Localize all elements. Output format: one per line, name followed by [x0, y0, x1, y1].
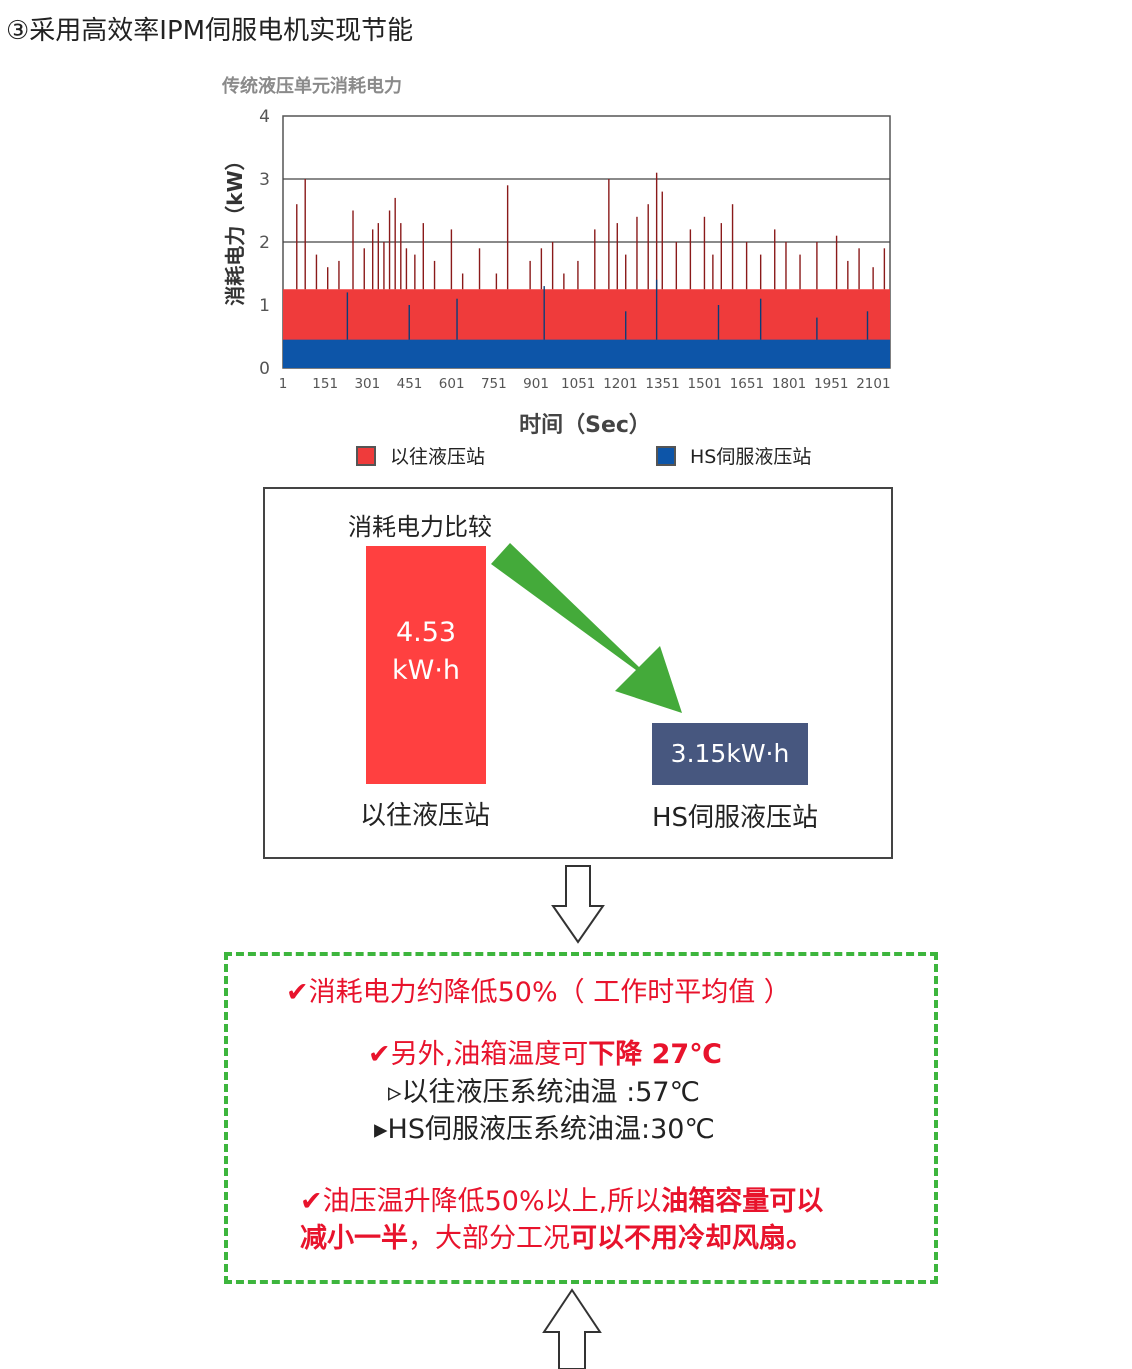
x-axis-label: 时间（Sec） [519, 413, 651, 438]
x-tick-label: 1651 [730, 376, 764, 392]
y-tick-label: 4 [259, 107, 270, 127]
comparison-panel [263, 487, 893, 859]
bar-old-value-number: 4.53 [395, 617, 457, 648]
summary-temp-drop: 下降 27℃ [588, 1039, 722, 1070]
y-tick-label: 1 [259, 296, 270, 316]
chart-title: 传统液压单元消耗电力 [222, 76, 402, 97]
summary-tank-capacity: 油箱容量可以 [661, 1186, 824, 1217]
summary-line-power: ✔消耗电力约降低50%（ 工作时平均值 ） [286, 977, 791, 1008]
comparison-title: 消耗电力比较 [348, 513, 492, 541]
x-tick-label: 1801 [772, 376, 806, 392]
bar-old-value: 4.53 kW·h [366, 614, 486, 690]
y-axis-label: 消耗电力（kW） [223, 150, 247, 305]
summary-no-fan: 可以不用冷却风扇。 [570, 1223, 813, 1254]
x-tick-label: 1201 [603, 376, 637, 392]
summary-line-temp: ✔另外,油箱温度可下降 27℃ [368, 1032, 722, 1071]
x-tick-label: 1951 [814, 376, 848, 392]
x-tick-label: 1051 [561, 376, 595, 392]
up-arrow-icon [542, 1288, 602, 1369]
decrease-arrow [491, 543, 682, 713]
x-tick-label: 1501 [688, 376, 722, 392]
series-band [283, 339, 890, 368]
y-tick-label: 3 [259, 170, 270, 190]
summary-mid: ，大部分工况 [408, 1223, 570, 1254]
legend-item-old: 以往液压站 [356, 442, 485, 469]
x-tick-label: 2101 [856, 376, 890, 392]
legend-item-hs: HS伺服液压站 [656, 442, 811, 469]
summary-tank-prefix: ✔油压温升降低50%以上,所以 [300, 1186, 662, 1217]
summary-halve: 减小一半 [300, 1223, 408, 1254]
series-area [283, 172, 890, 368]
series-1 [283, 279, 890, 368]
legend-swatch-hs [656, 445, 676, 466]
bar-old-value-unit: kW·h [391, 655, 461, 686]
x-tick-label: 151 [312, 376, 338, 392]
comparison-bar-hs [652, 723, 808, 785]
summary-line-old-temp: ▹以往液压系统油温 :57℃ [388, 1077, 700, 1108]
summary-panel [224, 952, 938, 1284]
legend-label-hs: HS伺服液压站 [690, 446, 812, 468]
summary-line-tank: ✔油压温升降低50%以上,所以油箱容量可以 [300, 1179, 823, 1218]
x-tick-label: 901 [523, 376, 549, 392]
x-tick-label: 301 [354, 376, 380, 392]
x-axis-ticks: 1 151 301 451 601 751 901 1051 1201 1351 1501 1651 1… [279, 376, 891, 392]
bar-hs-value: 3.15kW·h [670, 739, 790, 768]
y-tick-label: 0 [259, 359, 270, 379]
x-tick-label: 1 [279, 376, 288, 392]
summary-line-fan: 减小一半，大部分工况可以不用冷却风扇。 [300, 1216, 813, 1255]
x-tick-label: 751 [481, 376, 507, 392]
legend-label-old: 以往液压站 [390, 446, 486, 468]
category-label-hs: HS伺服液压站 [652, 803, 819, 833]
comparison-bar-old [366, 546, 486, 784]
y-axis-ticks: 0 1 2 3 4 [259, 107, 270, 379]
summary-temp-prefix: ✔另外,油箱温度可 [368, 1039, 589, 1070]
y-tick-label: 2 [259, 233, 270, 253]
down-arrow-icon [551, 865, 605, 944]
page-heading: ③采用高效率IPM伺服电机实现节能 [6, 16, 414, 46]
summary-line-hs-temp: ▸HS伺服液压系统油温:30℃ [374, 1114, 715, 1145]
x-tick-label: 451 [397, 376, 423, 392]
x-tick-label: 601 [439, 376, 465, 392]
category-label-old: 以往液压站 [360, 801, 491, 831]
x-tick-label: 1351 [645, 376, 679, 392]
legend-swatch-old [356, 445, 376, 466]
